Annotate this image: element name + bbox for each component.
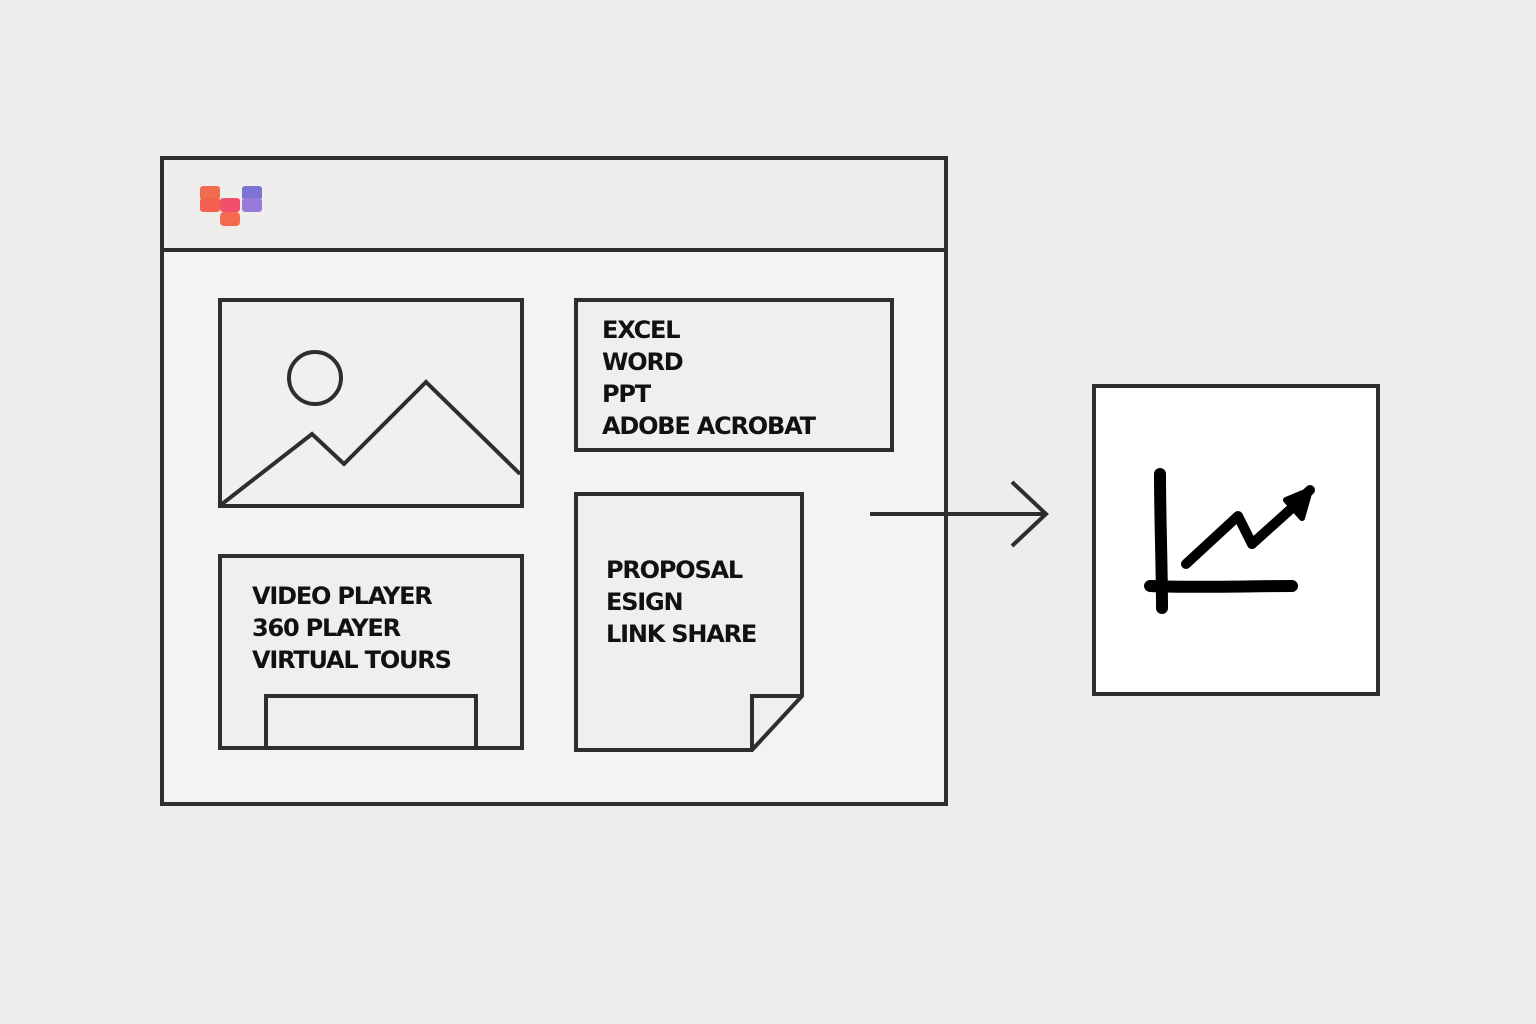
list-item: WORD (602, 348, 684, 376)
list-item: LINK SHARE (606, 620, 757, 648)
list-item: EXCEL (602, 316, 681, 344)
analytics-card (1092, 384, 1380, 696)
arrow-right-icon (870, 480, 1049, 548)
media-screen-frame (264, 694, 478, 750)
list-item: 360 PLAYER (252, 614, 401, 642)
documents-list: EXCEL WORD PPT ADOBE ACROBAT (602, 314, 816, 442)
media-panel: VIDEO PLAYER 360 PLAYER VIRTUAL TOURS (218, 554, 524, 750)
media-list: VIDEO PLAYER 360 PLAYER VIRTUAL TOURS (252, 580, 452, 676)
list-item: VIDEO PLAYER (252, 582, 433, 610)
trend-chart-icon (1144, 468, 1315, 614)
image-placeholder-icon (222, 350, 520, 504)
list-item: PPT (602, 380, 651, 408)
list-item: PROPOSAL (606, 556, 743, 584)
image-panel (218, 298, 524, 508)
list-item: ADOBE ACROBAT (602, 412, 816, 440)
proposal-list: PROPOSAL ESIGN LINK SHARE (606, 554, 757, 650)
brand-logo-icon (200, 186, 262, 226)
browser-window: EXCEL WORD PPT ADOBE ACROBAT VIDEO PLAYE… (160, 156, 948, 806)
proposal-document: PROPOSAL ESIGN LINK SHARE (574, 492, 806, 754)
browser-title-bar (164, 160, 944, 252)
document-page-icon (574, 492, 804, 752)
list-item: ESIGN (606, 588, 684, 616)
documents-panel: EXCEL WORD PPT ADOBE ACROBAT (574, 298, 894, 452)
list-item: VIRTUAL TOURS (252, 646, 452, 674)
